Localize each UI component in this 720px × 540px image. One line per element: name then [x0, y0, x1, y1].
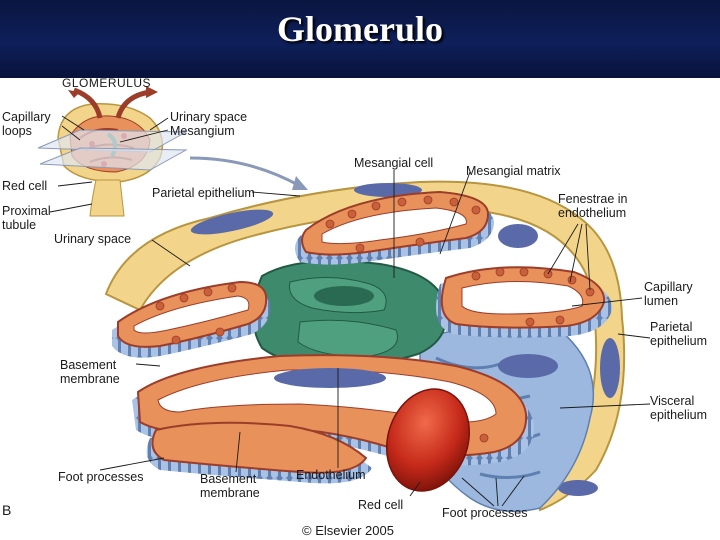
slide-title: Glomerulo — [277, 9, 443, 49]
label-basement-membrane-left: Basement membrane — [60, 358, 120, 386]
label-capillary-loops: Capillary loops — [2, 110, 51, 138]
label-parietal-epithelium-top: Parietal epithelium — [152, 186, 255, 200]
label-basement-membrane-bottom: Basement membrane — [200, 472, 260, 500]
glomerulus-illustration — [37, 86, 651, 513]
glomerulus-figure: GLOMERULUS Capillary loops Urinary space… — [0, 76, 720, 540]
red-cell-shape — [385, 388, 471, 492]
label-visceral-epithelium: Visceral epithelium — [650, 394, 707, 422]
label-mesangial-cell: Mesangial cell — [354, 156, 434, 170]
label-red-cell: Red cell — [358, 498, 404, 512]
label-endothelium: Endothelium — [296, 468, 366, 482]
label-parietal-epithelium-right: Parietal epithelium — [650, 320, 707, 348]
copyright-notice: © Elsevier 2005 — [302, 523, 394, 538]
label-capillary-lumen: Capillary lumen — [644, 280, 693, 308]
inset-glomerulus — [37, 86, 308, 217]
slide-header: Glomerulo — [0, 0, 720, 78]
label-urinary-space-inset: Urinary space — [170, 110, 248, 124]
inset-heading: GLOMERULUS — [62, 76, 152, 90]
label-proximal-tubule: Proximal tubule — [2, 204, 51, 232]
label-foot-processes-bottom: Foot processes — [442, 506, 528, 520]
panel-letter: B — [2, 502, 12, 518]
label-urinary-space: Urinary space — [54, 232, 132, 246]
label-fenestrae: Fenestrae in endothelium — [558, 192, 628, 220]
main-glomerulus — [49, 115, 651, 513]
label-mesangium: Mesangium — [170, 124, 235, 138]
label-red-cell-inset: Red cell — [2, 179, 48, 193]
label-mesangial-matrix: Mesangial matrix — [466, 164, 561, 178]
label-foot-processes-left: Foot processes — [58, 470, 144, 484]
